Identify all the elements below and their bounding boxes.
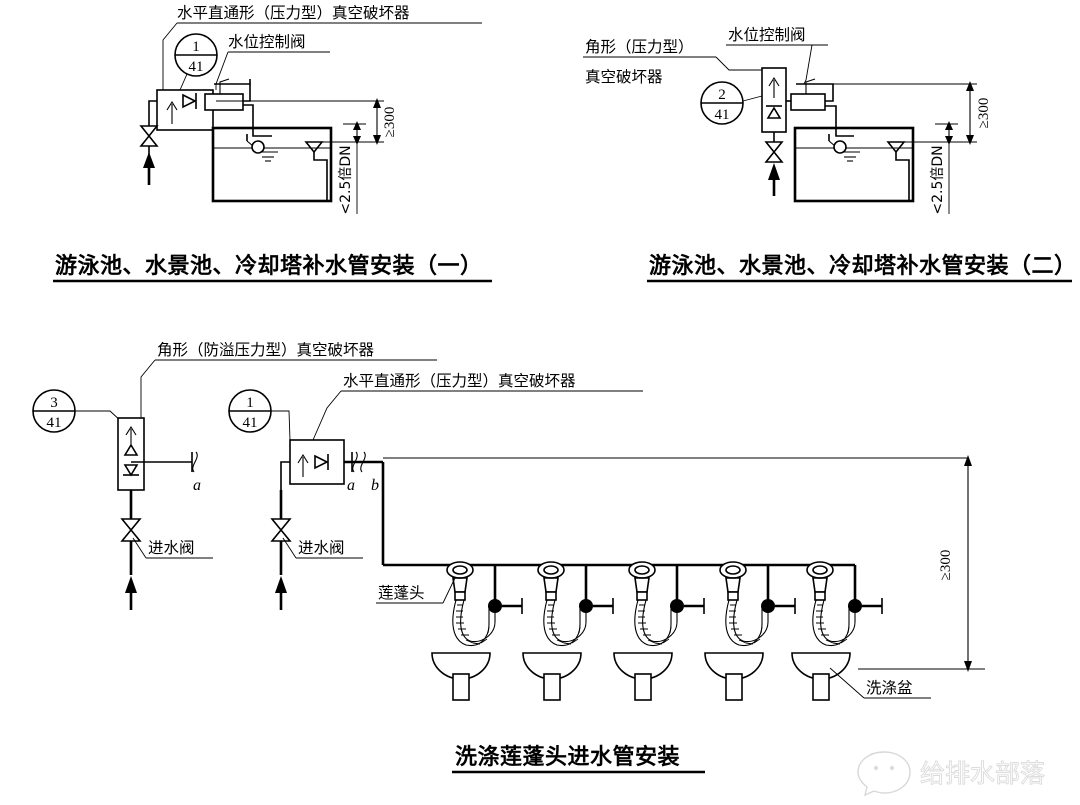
figure-2: 角形（压力型） 真空破坏器 水位控制阀 2 41 bbox=[583, 26, 1077, 283]
dimension-overflow-2-label: <2.5倍DN bbox=[930, 145, 946, 214]
water-tank-2 bbox=[793, 126, 915, 203]
detail-bubble-1-bottom: 41 bbox=[189, 59, 204, 75]
anti-spill-breaker-device bbox=[117, 417, 145, 491]
callout-water-level-valve-1-label: 水位控制阀 bbox=[228, 33, 306, 51]
pipe-mark-a-left: a bbox=[193, 477, 201, 494]
shower-set bbox=[613, 561, 705, 701]
callout-water-level-valve-2: 水位控制阀 bbox=[726, 26, 828, 85]
dimension-air-gap-1: ≥300 bbox=[216, 98, 398, 145]
callout-vacuum-breaker-2-label: 角形（压力型） bbox=[585, 38, 694, 56]
water-tank-1 bbox=[211, 126, 333, 203]
figure-1: 水平直通形（压力型）真空破坏器 水位控制阀 1 41 bbox=[53, 4, 492, 283]
dimension-shower-height: ≥300 bbox=[858, 455, 985, 672]
callout-inlet-valve-right: 进水阀 bbox=[282, 537, 363, 559]
dimension-air-gap-2-label: ≥300 bbox=[976, 98, 992, 129]
overflow-funnel-1 bbox=[304, 141, 324, 154]
assembly-left: 3 41 a bbox=[32, 389, 213, 610]
caption-figure-3-text: 洗涤莲蓬头进水管安装 bbox=[455, 744, 680, 770]
shower-set bbox=[522, 561, 614, 701]
detail-bubble-4-bottom: 41 bbox=[243, 415, 258, 431]
dimension-shower-height-label: ≥300 bbox=[938, 550, 954, 581]
assembly-right: 1 41 a b bbox=[228, 389, 379, 610]
caption-figure-2-text: 游泳池、水景池、冷却塔补水管安装（二） bbox=[649, 253, 1077, 279]
callout-shower-head: 莲蓬头 bbox=[376, 577, 456, 604]
shower-set bbox=[791, 561, 883, 701]
callout-wash-basin: 洗涤盆 bbox=[829, 667, 931, 699]
supply-riser-2 bbox=[764, 132, 784, 196]
supply-riser-1 bbox=[139, 100, 159, 185]
vacuum-breaker-device-2 bbox=[761, 67, 787, 133]
wash-basin bbox=[613, 652, 673, 701]
shower-distribution-main bbox=[344, 457, 968, 567]
detail-bubble-3-top: 3 bbox=[50, 395, 58, 411]
inlet-riser-left bbox=[120, 490, 142, 610]
caption-figure-1: 游泳池、水景池、冷却塔补水管安装（一） bbox=[53, 253, 492, 283]
overflow-funnel-2 bbox=[886, 141, 906, 154]
shower-set bbox=[431, 561, 523, 701]
dimension-air-gap-2: ≥300 bbox=[798, 81, 992, 145]
callout-inlet-valve-left-label: 进水阀 bbox=[148, 539, 195, 557]
shower-set bbox=[704, 561, 796, 701]
dimension-air-gap-1-label: ≥300 bbox=[382, 107, 398, 138]
caption-figure-1-text: 游泳池、水景池、冷却塔补水管安装（一） bbox=[55, 253, 483, 279]
callout-inline-breaker: 水平直通形（压力型）真空破坏器 bbox=[312, 372, 643, 441]
callout-inline-breaker-label: 水平直通形（压力型）真空破坏器 bbox=[343, 372, 576, 390]
watermark: 给排水部落 bbox=[857, 751, 1045, 797]
wash-basin bbox=[704, 652, 764, 701]
branch-pipe-right: a b bbox=[344, 451, 379, 494]
wash-basin bbox=[431, 652, 491, 701]
branch-pipe-left: a bbox=[131, 451, 201, 494]
detail-bubble-4: 1 41 bbox=[228, 389, 291, 441]
dimension-overflow-1-label: <2.5倍DN bbox=[338, 145, 354, 214]
detail-bubble-3-bottom: 41 bbox=[47, 415, 62, 431]
shower-head bbox=[628, 561, 678, 647]
shower-head bbox=[806, 561, 856, 647]
detail-bubble-1: 1 41 bbox=[174, 33, 218, 91]
callout-vacuum-breaker-2: 角形（压力型） 真空破坏器 bbox=[583, 38, 762, 86]
caption-figure-2: 游泳池、水景池、冷却塔补水管安装（二） bbox=[647, 253, 1077, 283]
callout-anti-spill-breaker-label: 角形（防溢压力型）真空破坏器 bbox=[157, 341, 375, 359]
dimension-overflow-1: <2.5倍DN bbox=[332, 121, 366, 215]
callout-shower-head-label: 莲蓬头 bbox=[378, 584, 425, 602]
water-level-control-valve-2 bbox=[790, 93, 826, 111]
detail-bubble-2-bottom: 41 bbox=[715, 107, 730, 123]
callout-vacuum-breaker-1: 水平直通形（压力型）真空破坏器 bbox=[162, 4, 482, 102]
caption-figure-3: 洗涤莲蓬头进水管安装 bbox=[452, 744, 705, 774]
figure-3: 角形（防溢压力型）真空破坏器 水平直通形（压力型）真空破坏器 3 41 bbox=[32, 341, 985, 774]
detail-bubble-4-top: 1 bbox=[246, 395, 254, 411]
wash-basin bbox=[791, 652, 851, 701]
pipe-mark-a-right: a bbox=[347, 477, 355, 494]
callout-water-level-valve-2-label: 水位控制阀 bbox=[728, 26, 806, 44]
feed-pipe-2 bbox=[786, 78, 854, 137]
detail-bubble-1-top: 1 bbox=[192, 39, 200, 55]
watermark-text: 给排水部落 bbox=[920, 759, 1045, 788]
callout-wash-basin-label: 洗涤盆 bbox=[866, 679, 913, 697]
detail-bubble-3: 3 41 bbox=[32, 389, 123, 433]
shower-group bbox=[431, 561, 883, 701]
callout-inlet-valve-left: 进水阀 bbox=[132, 537, 213, 559]
detail-bubble-2: 2 41 bbox=[700, 81, 763, 125]
shower-head bbox=[446, 561, 496, 647]
water-level-control-valve-1 bbox=[204, 93, 244, 111]
inline-breaker-device bbox=[289, 439, 345, 485]
callout-vacuum-breaker-2-label2: 真空破坏器 bbox=[585, 68, 663, 86]
callout-anti-spill-breaker: 角形（防溢压力型）真空破坏器 bbox=[140, 341, 437, 418]
inlet-riser-right bbox=[270, 461, 292, 610]
detail-bubble-2-top: 2 bbox=[718, 87, 726, 103]
callout-water-level-valve-1: 水位控制阀 bbox=[215, 33, 330, 90]
wash-basin bbox=[522, 652, 582, 701]
shower-head bbox=[719, 561, 769, 647]
callout-inlet-valve-right-label: 进水阀 bbox=[298, 539, 345, 557]
shower-head bbox=[537, 561, 587, 647]
dimension-overflow-2: <2.5倍DN bbox=[914, 121, 958, 215]
callout-vacuum-breaker-1-label: 水平直通形（压力型）真空破坏器 bbox=[177, 4, 410, 22]
wechat-icon bbox=[857, 751, 911, 797]
pipe-mark-b-right: b bbox=[371, 477, 379, 494]
